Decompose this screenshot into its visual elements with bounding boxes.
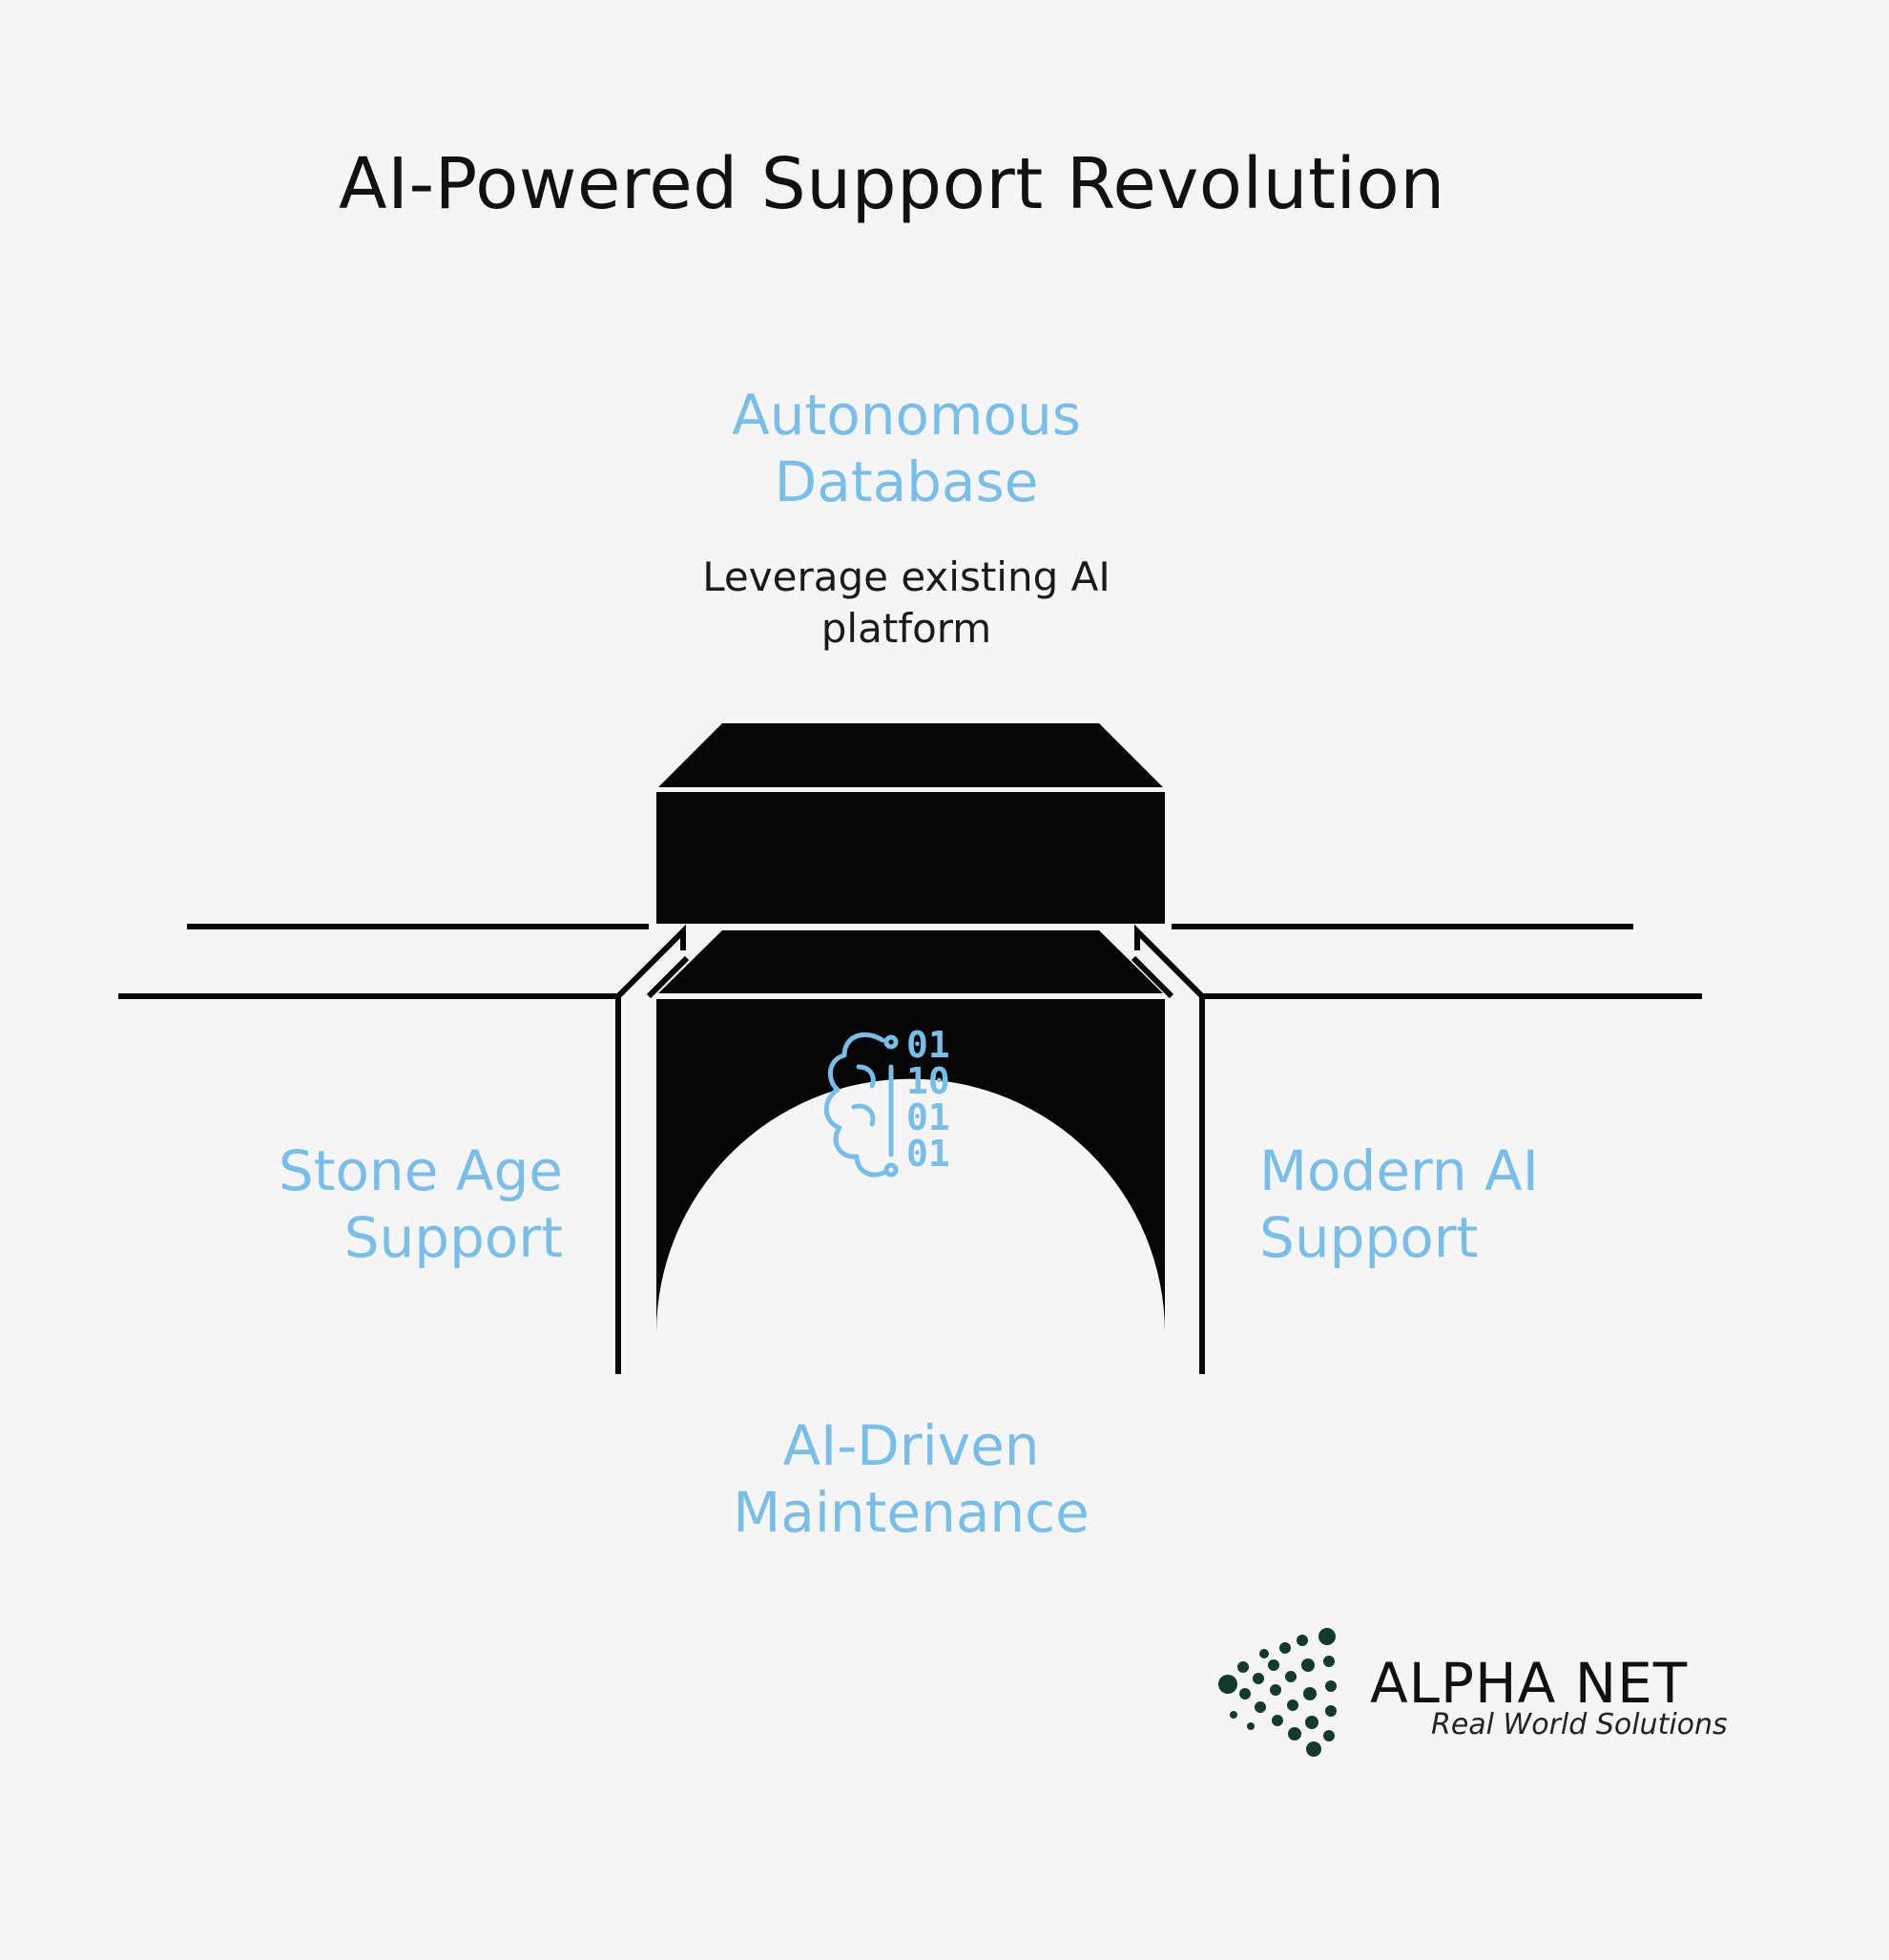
brand-name: ALPHA NET [1370, 1651, 1689, 1716]
binary-row-4: 01 [906, 1133, 950, 1175]
ai-driven-maintenance-label: AI-Driven Maintenance [649, 1412, 1173, 1546]
autonomous-database-label-line-1: Autonomous [732, 383, 1081, 448]
right-slope [1134, 924, 1205, 999]
right-slope-outer [1131, 955, 1174, 999]
stone-age-support-label-line-2: Support [343, 1205, 563, 1270]
logo-dot-mark [1218, 1628, 1337, 1757]
alpha-net-logo [1218, 1628, 1337, 1757]
binary-row-2: 10 [906, 1060, 950, 1102]
brain-fold-2 [851, 1103, 876, 1127]
autonomous-database-label: Autonomous Database [658, 382, 1154, 515]
autonomous-database-description: Leverage existing AI platform [663, 552, 1150, 655]
capstone-top-bevel [658, 723, 1163, 787]
modern-ai-support-label: Modern AI Support [1259, 1137, 1660, 1271]
autonomous-database-description-line-1: Leverage existing AI [702, 553, 1111, 600]
arch-top-bevel [658, 930, 1163, 993]
left-slope-outer [646, 955, 690, 999]
ai-driven-maintenance-label-line-2: Maintenance [733, 1480, 1090, 1545]
left-slope [615, 924, 686, 999]
modern-ai-support-label-line-1: Modern AI [1259, 1138, 1539, 1203]
neuron-node-2 [883, 1162, 899, 1178]
top-capstone [656, 723, 1165, 924]
autonomous-database-description-line-2: platform [820, 605, 992, 652]
brain-binary-icon [823, 1032, 899, 1178]
left-wall-lines [118, 924, 690, 1374]
binary-row-1: 01 [906, 1024, 950, 1066]
autonomous-database-label-line-2: Database [774, 449, 1039, 514]
capstone-body [656, 792, 1165, 924]
ai-driven-maintenance-label-line-1: AI-Driven [782, 1413, 1040, 1478]
neuron-node-1 [883, 1034, 899, 1050]
brain-fold-1 [856, 1064, 876, 1089]
stone-age-support-label-line-1: Stone Age [278, 1138, 563, 1203]
modern-ai-support-label-line-2: Support [1259, 1205, 1479, 1270]
right-wall-lines [1131, 924, 1702, 1374]
binary-digits: 01 10 01 01 [906, 1024, 950, 1175]
page-title: AI-Powered Support Revolution [339, 143, 1445, 225]
stone-age-support-label: Stone Age Support [181, 1137, 563, 1271]
brain-outline [823, 1032, 888, 1178]
arch-body [656, 999, 1165, 1333]
lower-arch-block [656, 930, 1165, 1333]
binary-row-3: 01 [906, 1096, 950, 1138]
brand-tagline: Real World Solutions [1431, 1708, 1728, 1741]
